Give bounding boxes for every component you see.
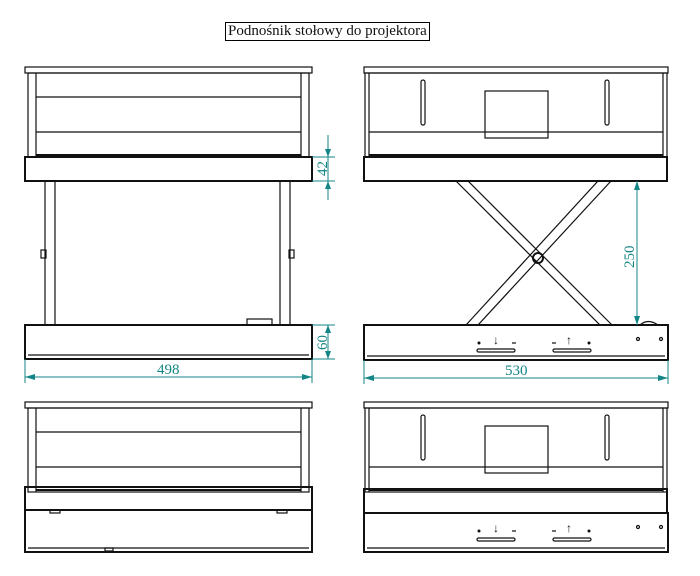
dimension-width-side: 530	[363, 360, 669, 384]
base-controls: ↓ ↑	[476, 320, 664, 353]
base	[363, 512, 669, 553]
dim-label-250: 250	[622, 246, 638, 269]
dim-label-498: 498	[157, 362, 180, 378]
scissor-mechanism	[454, 180, 614, 326]
down-arrow-icon: ↓	[493, 521, 499, 535]
up-arrow-icon: ↑	[566, 521, 572, 535]
dimension-width-front: 498	[24, 359, 313, 383]
side-view-lowered: ↓ ↑	[363, 401, 669, 553]
base	[24, 324, 313, 360]
top-plate	[363, 156, 668, 182]
front-view-raised	[24, 66, 313, 360]
top-plate	[363, 488, 668, 514]
drawing-title: Podnośnik stołowy do projektora	[225, 22, 430, 41]
dimension-base-height: 60	[312, 324, 335, 360]
pivot	[532, 252, 544, 264]
top-plate	[24, 156, 313, 182]
base	[363, 324, 669, 361]
front-view-lowered	[24, 401, 313, 553]
dimension-plate-height: 42	[312, 135, 335, 200]
dim-label-530: 530	[505, 363, 528, 379]
base	[24, 509, 313, 553]
dim-label-42: 42	[315, 161, 331, 176]
dim-label-60: 60	[315, 335, 331, 350]
up-arrow-icon: ↑	[566, 333, 572, 347]
side-view-raised: ↓ ↑	[363, 66, 669, 361]
down-arrow-icon: ↓	[493, 333, 499, 347]
dimension-lift-height: 250	[622, 181, 640, 325]
